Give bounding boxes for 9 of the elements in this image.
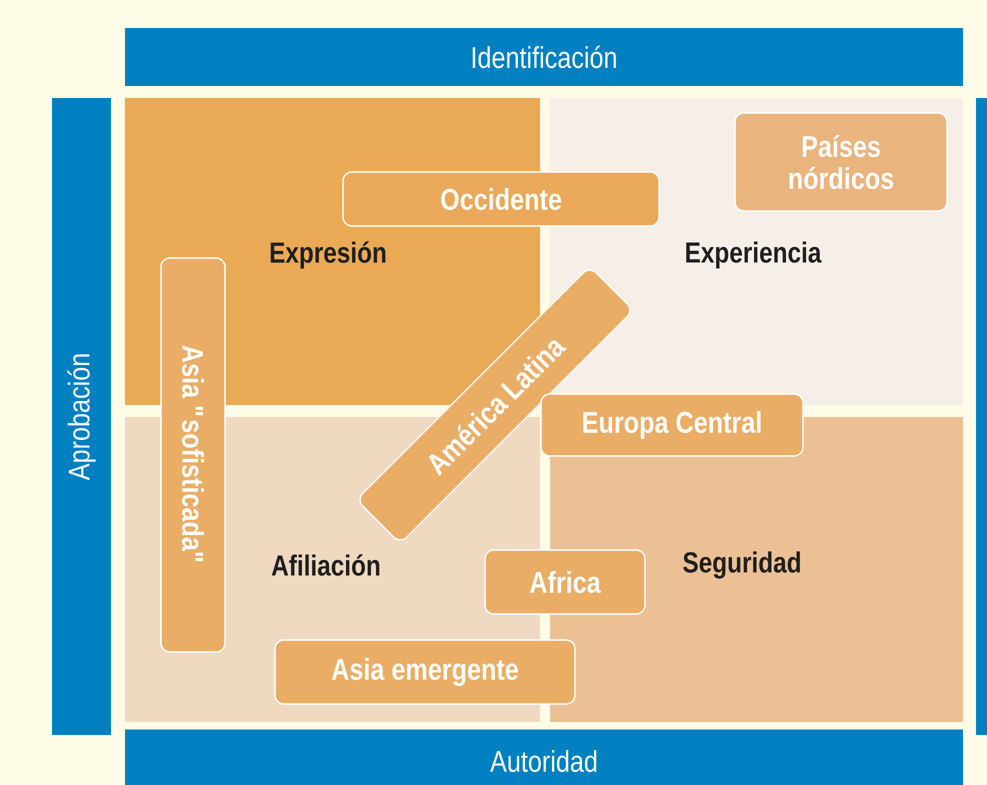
region-label: Africa xyxy=(484,549,646,615)
axis-bar: Autoridad xyxy=(125,730,963,785)
region-label: Asia "sofisticada" xyxy=(160,257,226,653)
axis-bar: Aprobación xyxy=(52,98,111,735)
region-label: Europa Central xyxy=(540,393,804,457)
region-label: Occidente xyxy=(342,171,660,227)
region-label: Países nórdicos xyxy=(734,112,948,212)
axis-bar: Identificación xyxy=(125,28,963,86)
region-label: Asia emergente xyxy=(274,639,576,705)
